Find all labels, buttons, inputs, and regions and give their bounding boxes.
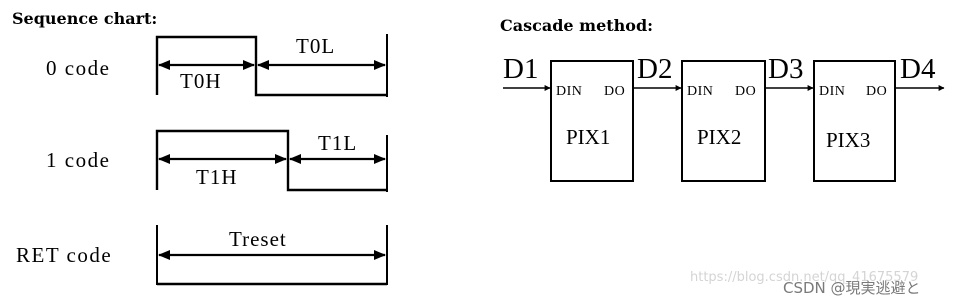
pix3-name: PIX3	[826, 128, 870, 152]
t1l-label: T1L	[318, 131, 357, 155]
signal-d3-label: D3	[768, 53, 803, 85]
pix3-block: DIN DO PIX3	[813, 60, 896, 182]
pix3-box	[813, 60, 896, 182]
one-code-timing: 1 code T1H T1L	[46, 129, 388, 192]
zero-code-waveform	[155, 35, 387, 97]
watermark-url: https://blog.csdn.net/qq_41675579	[690, 270, 918, 285]
t0h-label: T0H	[180, 69, 222, 93]
reset-code-label: RET code	[16, 243, 112, 267]
pix1-do-label: DO	[604, 84, 625, 99]
t1h-label: T1H	[196, 165, 238, 189]
zero-code-label: 0 code	[46, 56, 110, 80]
sequence-chart: Sequence chart: 0 code T0H T0L 1 code T1…	[12, 9, 388, 286]
pix2-box	[681, 60, 766, 182]
cascade-method: Cascade method: D1 D2 D3 D4 DIN DO PIX1 …	[500, 16, 945, 182]
signal-d1-label: D1	[503, 53, 538, 85]
pix1-block: DIN DO PIX1	[550, 60, 634, 182]
pix3-do-label: DO	[866, 84, 887, 99]
watermark-author: CSDN @現実逃避と	[783, 279, 921, 297]
one-code-waveform	[155, 129, 387, 192]
signal-d4-label: D4	[900, 53, 936, 85]
pix2-block: DIN DO PIX2	[681, 60, 766, 182]
pix2-do-label: DO	[735, 84, 756, 99]
pix3-din-label: DIN	[819, 84, 845, 99]
pix1-box	[550, 60, 634, 182]
pix2-din-label: DIN	[687, 84, 713, 99]
one-code-label: 1 code	[46, 148, 110, 172]
cascade-method-title: Cascade method:	[500, 16, 653, 35]
sequence-chart-title: Sequence chart:	[12, 9, 157, 28]
reset-code-timing: RET code Treset	[16, 225, 388, 286]
pix2-name: PIX2	[697, 125, 741, 149]
pix1-name: PIX1	[566, 125, 610, 149]
treset-label: Treset	[229, 227, 287, 251]
pix1-din-label: DIN	[556, 84, 582, 99]
zero-code-timing: 0 code T0H T0L	[46, 34, 388, 97]
signal-d2-label: D2	[637, 53, 672, 85]
t0l-label: T0L	[296, 34, 335, 58]
